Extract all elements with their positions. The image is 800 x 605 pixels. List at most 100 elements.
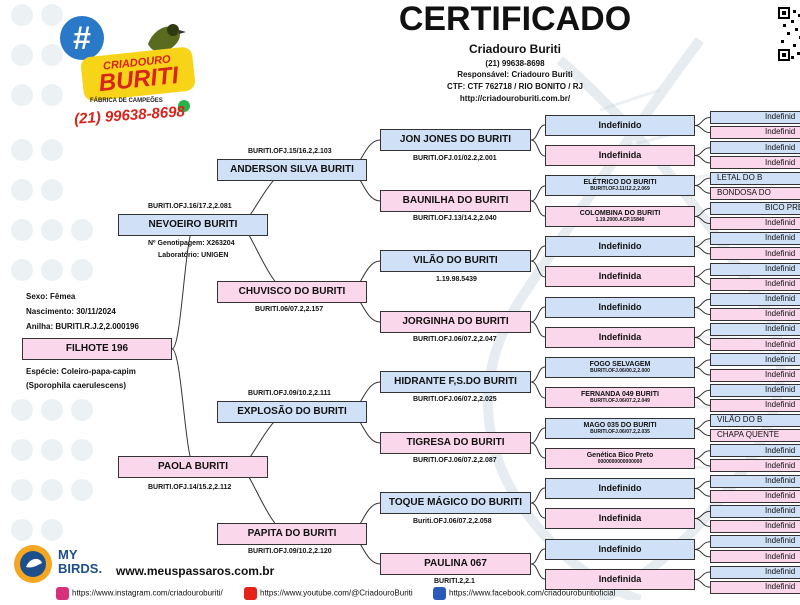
gen3-ring: BURITI.OFJ.06/07.2,2.087 <box>413 457 497 464</box>
gen5-name[interactable]: Indefinid <box>710 368 800 382</box>
gen5-connector <box>694 480 711 489</box>
whatsapp-icon <box>178 100 190 112</box>
gen5-connector <box>694 579 711 588</box>
gen2-ring: BURITI.OFJ.09/10.2,2.111 <box>248 390 331 397</box>
gen3-name[interactable]: TOQUE MÁGICO DO BURITI <box>380 492 531 514</box>
instagram-url: https://www.instagram.com/criadouroburit… <box>72 588 223 598</box>
gen5-connector <box>694 389 711 398</box>
gen5-connector <box>694 276 711 285</box>
gen5-name[interactable]: Indefinid <box>710 353 800 367</box>
gen4-name[interactable]: Indefinida <box>545 266 695 287</box>
gen4-name[interactable]: Indefinida <box>545 508 695 529</box>
father-name[interactable]: NEVOEIRO BURITI <box>118 214 268 236</box>
gen5-name[interactable]: Indefinid <box>710 111 800 124</box>
gen5-connector <box>694 488 711 497</box>
gen2-name[interactable]: CHUVISCO DO BURITI <box>217 281 367 303</box>
gen5-name[interactable]: Indefinid <box>710 323 800 337</box>
gen5-name[interactable]: Indefinid <box>710 504 800 518</box>
gen5-connector <box>694 155 711 164</box>
gen5-name[interactable]: Indefinid <box>710 474 800 488</box>
gen3-name[interactable]: JON JONES DO BURITI <box>380 129 531 151</box>
gen4-name[interactable]: Indefinida <box>545 569 695 590</box>
gen3-name[interactable]: JORGINHA DO BURITI <box>380 311 531 333</box>
footer-site-link[interactable]: www.meuspassaros.com.br <box>116 564 275 578</box>
gen5-connector <box>694 549 711 558</box>
gen4-name[interactable]: Indefinida <box>545 145 695 166</box>
gen5-connector <box>694 337 711 346</box>
gen5-name[interactable]: Indefinid <box>710 217 800 231</box>
gen2-name[interactable]: EXPLOSÃO DO BURITI <box>217 401 367 423</box>
breeder-phone: (21) 99638-8698 <box>485 59 545 68</box>
gen5-name[interactable]: BICO PRE <box>710 201 800 215</box>
gen5-name[interactable]: Indefinid <box>710 126 800 140</box>
logo-name: CRIADOURO BURITI <box>80 46 196 102</box>
gen5-name[interactable]: Indefinid <box>710 292 800 306</box>
breeder-site[interactable]: http://criadouroburiti.com.br/ <box>459 94 571 103</box>
subject-ring: Anilha: BURITI.R.J.2,2.000196 <box>26 322 139 331</box>
gen5-name[interactable]: Indefinid <box>710 262 800 276</box>
gen5-name[interactable]: Indefinid <box>710 141 800 155</box>
gen4-name[interactable]: Indefinido <box>545 478 695 499</box>
gen5-name[interactable]: Indefinid <box>710 338 800 352</box>
gen5-name[interactable]: Indefinid <box>710 459 800 473</box>
gen2-name[interactable]: ANDERSON SILVA BURITI <box>217 159 367 181</box>
gen5-connector <box>694 367 711 376</box>
gen3-name[interactable]: VILÃO DO BURITI <box>380 250 531 272</box>
facebook-link[interactable]: https://www.facebook.com/criadouroburiti… <box>433 587 615 600</box>
gen5-name[interactable]: VILÃO DO B <box>710 414 800 427</box>
gen5-name[interactable]: Indefinid <box>710 277 800 291</box>
subject-species: Espécie: Coleiro-papa-capim <box>26 367 136 376</box>
gen5-name[interactable]: LETAL DO B <box>710 171 800 185</box>
gen4-name[interactable]: Indefinido <box>545 236 695 257</box>
mybirds-text-1: MY <box>58 547 78 562</box>
gen5-connector <box>694 307 711 315</box>
gen5-connector <box>694 458 711 467</box>
qr-code-icon <box>777 6 800 62</box>
instagram-link[interactable]: https://www.instagram.com/criadouroburit… <box>56 587 223 600</box>
gen4-name[interactable]: Indefinido <box>545 539 695 560</box>
gen5-name[interactable]: Indefinid <box>710 565 800 579</box>
gen5-name[interactable]: Indefinid <box>710 550 800 564</box>
gen5-name[interactable]: Indefinid <box>710 383 800 397</box>
gen4-name: COLOMBINA DO BURITI <box>579 209 661 217</box>
gen3-ring: BURITI.OFJ.01/02.2,2.001 <box>413 155 497 162</box>
gen2-name[interactable]: PAPITA DO BURITI <box>217 523 367 545</box>
gen4-name: MAGO 035 DO BURITI <box>583 421 657 429</box>
youtube-link[interactable]: https://www.youtube.com/@CriadouroBuriti <box>244 587 413 600</box>
youtube-url: https://www.youtube.com/@CriadouroBuriti <box>260 588 413 598</box>
gen2-ring: BURITI.06/07.2,2.157 <box>255 306 324 313</box>
gen4-name[interactable]: Indefinido <box>545 115 695 136</box>
gen5-name[interactable]: Indefinid <box>710 398 800 412</box>
gen5-name[interactable]: Indefinid <box>710 520 800 533</box>
gen5-name[interactable]: BONDOSA DO <box>710 186 800 200</box>
gen5-name[interactable]: Indefinid <box>710 247 800 261</box>
gen4-name[interactable]: Indefinido <box>545 297 695 318</box>
mother-name[interactable]: PAOLA BURITI <box>118 456 268 478</box>
gen5-name[interactable]: Indefinid <box>710 308 800 321</box>
gen5-name[interactable]: Indefinid <box>710 535 800 549</box>
gen5-name[interactable]: Indefinid <box>710 444 800 458</box>
gen3-name[interactable]: BAUNILHA DO BURITI <box>380 190 531 212</box>
gen5-connector <box>694 359 711 368</box>
gen3-name[interactable]: HIDRANTE F,S.DO BURITI <box>380 371 531 393</box>
gen5-connector <box>694 420 711 429</box>
gen5-connector <box>694 298 711 308</box>
gen5-name[interactable]: CHAPA QUENTE <box>710 429 800 443</box>
gen5-name[interactable]: Indefinid <box>710 580 800 594</box>
subject-birth: Nascimento: 30/11/2024 <box>26 307 116 316</box>
gen5-name[interactable]: Indefinid <box>710 232 800 246</box>
gen5-name[interactable]: Indefinid <box>710 156 800 170</box>
gen5-name[interactable]: Indefinid <box>710 489 800 503</box>
gen3-name[interactable]: PAULINA 067 <box>380 553 531 575</box>
breeder-responsible: Responsável: Criadouro Buriti <box>457 70 573 79</box>
gen4-name[interactable]: Indefinida <box>545 327 695 348</box>
gen3-name[interactable]: TIGRESA DO BURITI <box>380 432 531 454</box>
gen3-ring: BURITI.OFJ.13/14.2,2.040 <box>413 215 497 222</box>
subject-sex: Sexo: Fêmea <box>26 292 76 301</box>
